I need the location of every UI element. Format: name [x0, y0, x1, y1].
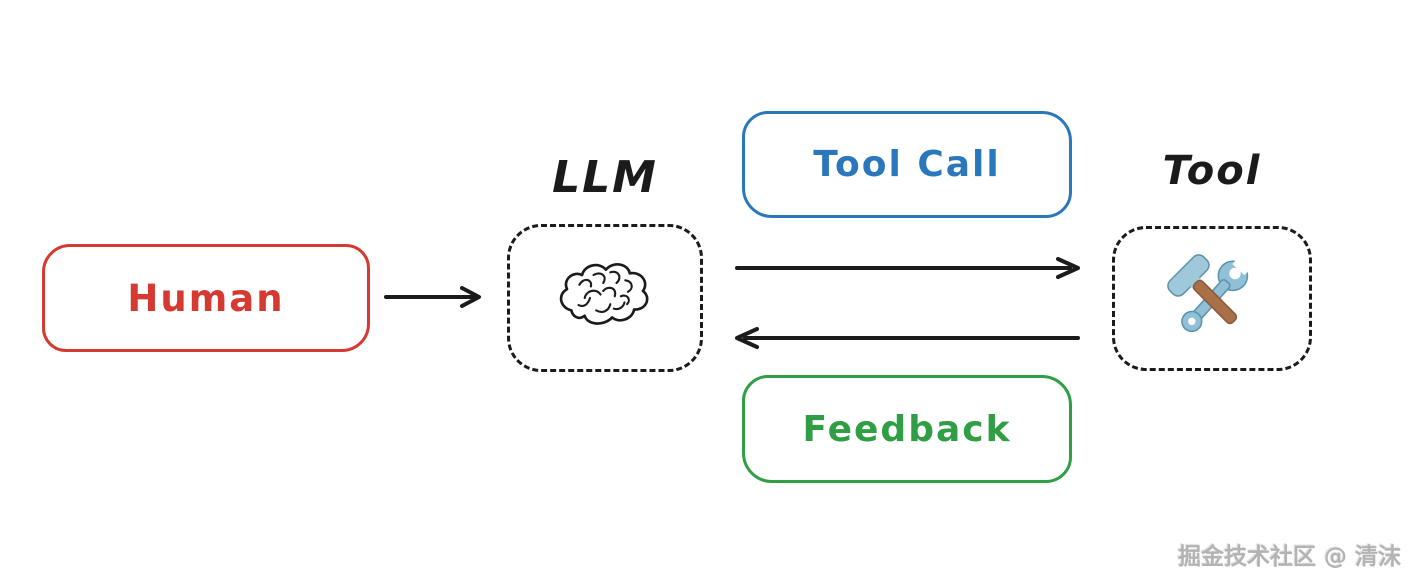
tool-call-edge-label-box: Tool Call	[742, 111, 1072, 218]
feedback-edge-label: Feedback	[802, 408, 1012, 450]
watermark-text: 掘金技术社区 @ 清沫	[1177, 544, 1401, 570]
tool-node-title: Tool	[1162, 148, 1262, 194]
arrow-llm-to-tool	[735, 257, 1080, 279]
hammer-wrench-icon	[1160, 247, 1264, 351]
brain-icon	[552, 257, 658, 339]
human-node: Human	[42, 244, 370, 352]
human-node-label: Human	[127, 276, 285, 320]
feedback-edge-label-box: Feedback	[742, 375, 1072, 483]
tool-node	[1112, 226, 1312, 371]
arrow-human-to-llm	[384, 286, 481, 308]
tool-call-edge-label: Tool Call	[813, 144, 1001, 185]
arrow-tool-to-llm	[735, 327, 1080, 349]
llm-node-title: LLM	[552, 152, 658, 203]
llm-node	[507, 224, 703, 372]
